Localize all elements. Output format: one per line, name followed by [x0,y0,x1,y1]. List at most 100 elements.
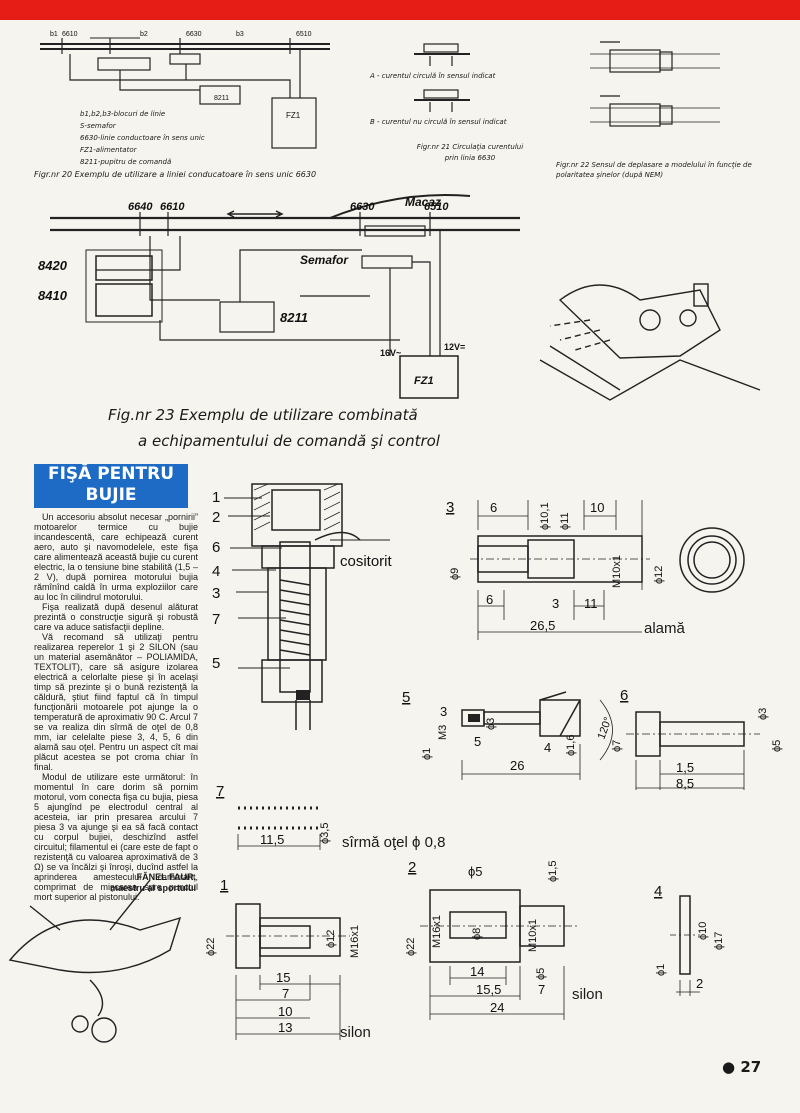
part3-dim: 6 [490,500,497,515]
part4-dim: ϕ1 [655,964,667,976]
part2-dim: 24 [490,1000,504,1015]
fig20-caption: Figr.nr 20 Exemplu de utilizare a liniei… [34,170,317,179]
part3-number: 3 [446,499,454,516]
assembly-label: 3 [212,585,220,602]
fig23-label: 6510 [424,201,449,213]
fig23-label: 8410 [38,288,68,303]
assembly-label: 1 [212,489,220,506]
part6-dim: ϕ3 [757,708,769,720]
macaz-label: Macaz [405,195,441,209]
part3-dim: ϕ9 [449,568,461,580]
assembly-label: 5 [212,655,220,672]
part2-dim: ϕ22 [405,938,417,956]
fig23-caption-line1: Fig.nr 23 Exemplu de utilizare combinată [108,406,418,424]
part6-dim: ϕ7 [611,740,623,752]
assembly-label: 6 [212,539,220,556]
part3-dim: M10x1 [611,555,623,588]
fig23-diagram [50,193,520,399]
part6-drawing [626,711,760,790]
fig21-diagram [414,43,470,112]
article-body: Un accesoriu absolut necesar „pornirii” … [34,512,198,902]
part2-dim: M16x1 [431,915,443,948]
legend-line: S-semafor [80,122,116,130]
part2-dim: ϕ5 [535,968,547,980]
part7-dim: 11,5 [260,832,284,847]
part5-number: 5 [402,689,410,706]
fig23-label: 6630 [350,201,375,213]
part1-dim: 10 [278,1004,292,1019]
part4-drawing [670,895,700,996]
article-paragraph: Modul de utilizare este următorul: în mo… [34,772,198,902]
part3-dim: 3 [552,596,559,611]
part1-dim: M16x1 [349,925,361,958]
fig20-label: b1 [50,31,58,38]
part4-dim: 2 [696,976,703,991]
fig23-label: 8211 [280,310,308,325]
assembly-label: 7 [212,611,220,628]
locomotive-sketch [539,283,761,401]
part2-dim: ϕ5 [468,864,483,879]
fig20-label: b3 [236,31,244,38]
assembly-label: 2 [212,509,220,526]
part1-drawing [226,903,350,1040]
part2-dim: ϕ1,5 [547,861,559,882]
legend-line: 6630-linie conductoare în sens unic [80,134,205,142]
assembly-section [224,483,390,730]
part2-material: silon [572,986,603,1003]
part6-dim: 8,5 [676,776,694,791]
part3-drawing [470,500,745,640]
fig22-diagram [590,41,720,127]
part5-dim: M3 [437,725,449,740]
fig21-caption: Figr.nr 21 Circulaţia curentului prin li… [416,143,524,162]
part2-dim: 14 [470,964,484,979]
fig23-label: 16V~ [380,348,401,358]
part2-drawing [420,889,580,1020]
part6-dim: 1,5 [676,760,694,775]
author-name: FĂNEL FAUR, [136,872,196,882]
part3-dim: 26,5 [530,618,555,633]
legend-line: 8211-pupitru de comandă [80,158,172,166]
part5-dim: 5 [474,734,481,749]
part5-dim: ϕ1 [421,748,433,760]
author-block: FĂNEL FAUR, maestru al sportului [96,872,196,894]
part6-number: 6 [620,687,628,704]
part1-dim: 13 [278,1020,292,1035]
top-red-band [0,0,800,20]
part1-material: silon [340,1024,371,1041]
part1-dim: 7 [282,986,289,1001]
part5-dim: 3 [440,704,447,719]
fig23-label: FZ1 [414,375,434,387]
fig22-caption: Figr.nr 22 Sensul de deplasare a modelul… [556,161,752,179]
part5-dim: ϕ1,6 [565,735,577,756]
cositorit-label: cositorit [340,553,393,570]
fig23-label: 6610 [160,201,185,213]
article-title: FIŞĂ PENTRU BUJIE [34,464,188,508]
article-paragraph: Vă recomand să utilizaţi pentru realizar… [34,632,198,772]
fig23-label: 8420 [38,258,68,273]
part1-dim: ϕ12 [325,930,337,948]
part3-dim: 11 [584,596,598,611]
part3-dim: ϕ11 [559,512,571,530]
article-title-text: FIŞĂ PENTRU BUJIE [47,464,175,505]
fig23-caption: Fig.nr 23 Exemplu de utilizare combinată… [108,402,468,454]
part5-drawing [461,691,613,780]
part2-dim: 15,5 [476,982,501,997]
part1-dim: ϕ22 [205,938,217,956]
article-paragraph: Un accesoriu absolut necesar „pornirii” … [34,512,198,602]
part5-dim: 4 [544,740,551,755]
part3-dim: ϕ10,1 [539,502,551,530]
part3-dim: 6 [486,592,493,607]
semafor-label: Semafor [300,253,349,267]
part7-dim: ϕ3,5 [319,823,331,844]
part1-dim: 15 [276,970,290,985]
page-number: ● 27 [722,1058,762,1076]
article-paragraph: Fişa realizată după desenul alăturat pre… [34,602,198,632]
part2-dim: 7 [538,982,545,997]
part4-dim: ϕ10 [697,922,709,940]
fig23-label: 6640 [128,201,153,213]
fig20-fz1: FZ1 [286,111,301,120]
part2-number: 2 [408,859,416,876]
part5-dim: 26 [510,758,524,773]
fig20-label: 6510 [296,31,312,38]
